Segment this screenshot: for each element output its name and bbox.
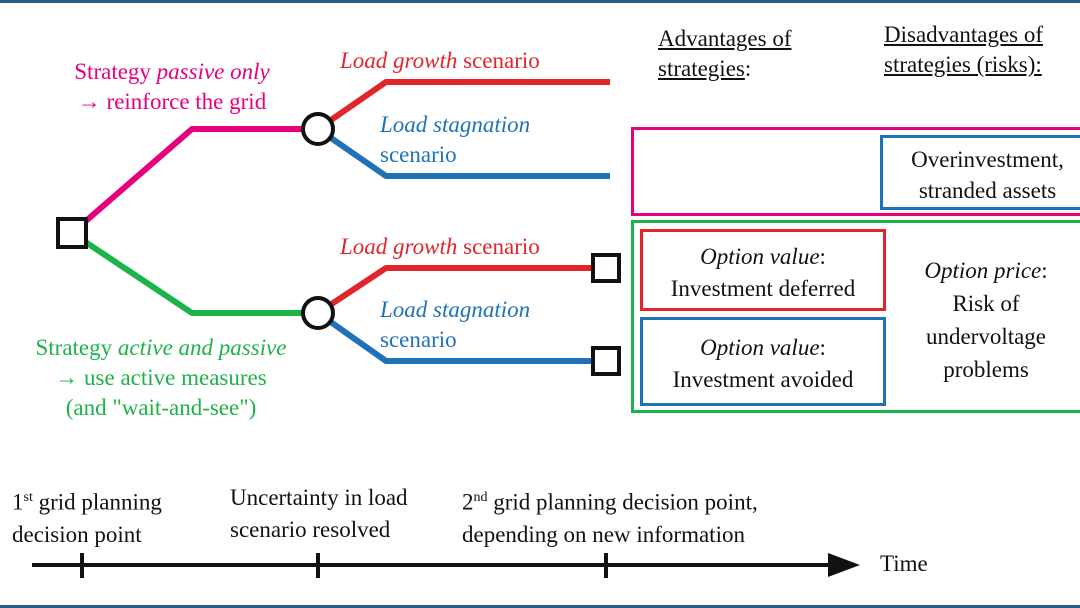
first-decision-point-label: 1st grid planning decision point	[12, 489, 162, 547]
second-decision-point-label: 2nd grid planning decision point, depend…	[462, 489, 758, 547]
upper-stagnation-line	[316, 126, 610, 179]
active-outcome-box	[631, 220, 1080, 413]
option-price-text: Option price: Risk of undervoltage probl…	[924, 258, 1048, 382]
lower-stagnation-scenario-label: Load stagnation scenario	[380, 297, 531, 352]
active-branch-line	[70, 230, 318, 316]
overinvestment-box: Overinvestment, stranded assets	[880, 135, 1080, 210]
upper-stagnation-scenario-label: Load stagnation scenario	[380, 112, 531, 167]
second-decision-node-growth	[591, 253, 621, 283]
second-decision-node-stagnation	[591, 346, 621, 376]
option-value-avoided-box: Option value: Investment avoided	[640, 317, 886, 406]
advantages-header: Advantages of strategies:	[658, 26, 792, 81]
lower-growth-scenario-label: Load growth scenario	[340, 234, 540, 259]
upper-chance-node	[301, 112, 335, 146]
time-axis-arrowhead	[828, 553, 860, 577]
option-value-deferred-box: Option value: Investment deferred	[640, 229, 886, 311]
passive-branch-line	[70, 126, 318, 236]
passive-outcome-box	[631, 127, 1080, 216]
upper-growth-line	[316, 79, 610, 132]
time-axis-label: Time	[880, 551, 928, 576]
disadvantages-header: Disadvantages of strategies (risks):	[884, 22, 1044, 77]
lower-growth-line	[316, 265, 594, 316]
strategy-active-label: Strategy active and passive → use active…	[35, 335, 287, 420]
first-decision-node	[56, 217, 88, 249]
strategy-passive-label: Strategy passive only → reinforce the gr…	[74, 59, 270, 114]
lower-chance-node	[301, 296, 335, 330]
upper-growth-scenario-label: Load growth scenario	[340, 48, 540, 73]
lower-stagnation-line	[316, 310, 594, 364]
uncertainty-resolved-label: Uncertainty in load scenario resolved	[230, 485, 408, 542]
